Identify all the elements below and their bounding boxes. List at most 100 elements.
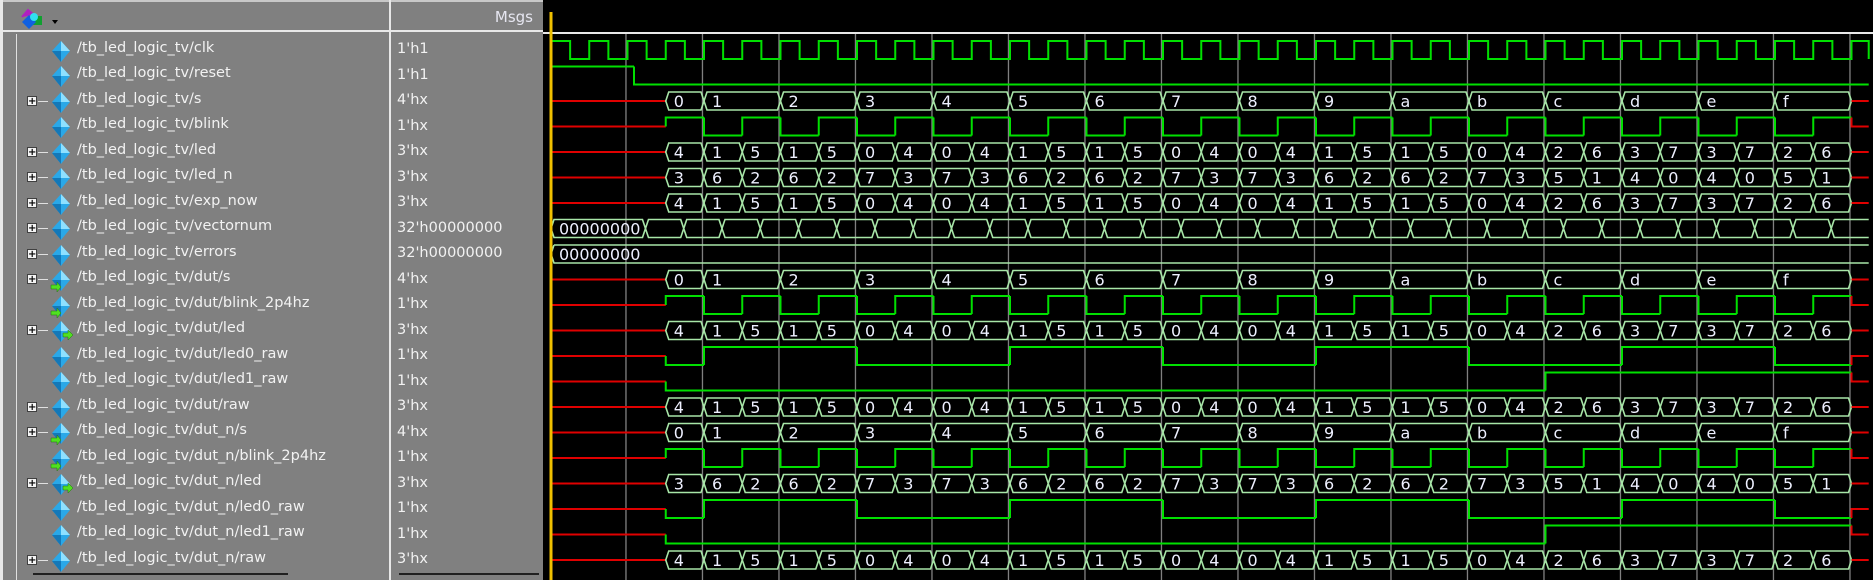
- bit-segment: [1850, 355, 1869, 365]
- bus-value-label: 1: [789, 322, 799, 341]
- bus-segment: [1506, 320, 1547, 341]
- bus-value-label: 6: [1592, 398, 1602, 417]
- signal-row-tb-led-logic-tv-led[interactable]: +/tb_led_logic_tv/led: [17, 140, 377, 165]
- signal-row-tb-led-logic-tv-dut-led[interactable]: +/tb_led_logic_tv/dut/led: [17, 318, 377, 343]
- signal-row-tb-led-logic-tv-clk[interactable]: /tb_led_logic_tv/clk: [17, 38, 377, 63]
- bus-value-label: 2: [1554, 143, 1564, 162]
- signal-name: /tb_led_logic_tv/errors: [77, 243, 237, 260]
- bus-segment: [1047, 550, 1088, 570]
- signal-row-tb-led-logic-tv-blink[interactable]: /tb_led_logic_tv/blink: [17, 114, 377, 139]
- signal-row-tb-led-logic-tv-dut-blink-2p4hz[interactable]: /tb_led_logic_tv/dut/blink_2p4hz: [17, 293, 377, 318]
- bus-value-label: 5: [1018, 271, 1028, 290]
- bus-value-label: 1: [712, 143, 722, 162]
- expand-icon[interactable]: +: [27, 223, 37, 234]
- signal-row-tb-led-logic-tv-dut-n-led[interactable]: +/tb_led_logic_tv/dut_n/led: [17, 471, 377, 496]
- bus-segment: [970, 473, 1011, 494]
- bus-value-label: 3: [1630, 551, 1640, 570]
- wave-signals-icon[interactable]: [18, 7, 58, 31]
- expand-icon[interactable]: +: [27, 197, 37, 209]
- bit-segment: [1506, 116, 1546, 136]
- signal-row-tb-led-logic-tv-dut-raw[interactable]: +/tb_led_logic_tv/dut/raw: [17, 395, 377, 420]
- bus-segment: [1468, 397, 1509, 417]
- horizontal-scrollbar[interactable]: [33, 573, 288, 575]
- bit-segment: [1850, 525, 1869, 536]
- signal-row-tb-led-logic-tv-exp-now[interactable]: +/tb_led_logic_tv/exp_now: [17, 191, 377, 216]
- name-pane-header: [3, 0, 389, 32]
- bus-segment: [1659, 550, 1700, 570]
- bit-segment: [1429, 448, 1469, 467]
- bus-segment: [1735, 167, 1776, 188]
- bit-segment: [1659, 116, 1699, 136]
- cursor-line[interactable]: [549, 12, 553, 580]
- bus-value-label: 4: [674, 322, 684, 341]
- bus-segment: [1009, 422, 1088, 443]
- signal-value: 3'hx: [397, 194, 428, 210]
- tree-connector: [38, 228, 48, 229]
- bus-segment: [1677, 218, 1718, 239]
- signal-row-tb-led-logic-tv-dut-s[interactable]: +/tb_led_logic_tv/dut/s: [17, 267, 377, 292]
- bit-segment: [1621, 117, 1661, 137]
- bit-segment: [1697, 117, 1737, 137]
- bit-segment: [1200, 295, 1240, 314]
- tree-connector: [38, 432, 48, 433]
- expand-icon[interactable]: +: [27, 554, 37, 566]
- bus-segment: [1600, 218, 1641, 239]
- bus-value-label: 2: [1056, 475, 1066, 494]
- expand-icon[interactable]: +: [27, 427, 37, 438]
- bus-value-label: 0: [1248, 398, 1258, 417]
- signal-row-tb-led-logic-tv-dut-n-led0-raw[interactable]: /tb_led_logic_tv/dut_n/led0_raw: [17, 497, 377, 522]
- signal-row-tb-led-logic-tv-led-n[interactable]: +/tb_led_logic_tv/led_n: [17, 165, 377, 190]
- bit-segment: [1468, 500, 1622, 519]
- bus-value-label: e: [1707, 271, 1717, 290]
- expand-icon[interactable]: +: [27, 401, 37, 413]
- value-scrollbar[interactable]: [399, 573, 539, 575]
- bit-segment: [1544, 524, 1852, 544]
- expand-icon[interactable]: +: [27, 172, 37, 183]
- bus-value-label: 3: [865, 424, 875, 443]
- bus-segment: [1468, 269, 1547, 290]
- bus-segment: [1774, 142, 1815, 162]
- signal-name: /tb_led_logic_tv/clk: [77, 39, 215, 56]
- bus-segment: [1544, 320, 1585, 341]
- expand-icon[interactable]: +: [27, 248, 37, 260]
- bus-value-label: 1: [1324, 194, 1334, 213]
- expand-icon[interactable]: +: [27, 274, 37, 285]
- bus-segment: [1200, 142, 1241, 162]
- signal-row-tb-led-logic-tv-vectornum[interactable]: +/tb_led_logic_tv/vectornum: [17, 216, 377, 241]
- bus-value-label: 1: [1401, 322, 1411, 341]
- bus-segment: [856, 550, 897, 570]
- bit-segment: [1162, 117, 1202, 137]
- bus-segment: [1009, 193, 1050, 213]
- signal-row-tb-led-logic-tv-dut-n-led1-raw[interactable]: /tb_led_logic_tv/dut_n/led1_raw: [17, 522, 377, 547]
- expand-icon[interactable]: +: [27, 95, 37, 107]
- signal-row-tb-led-logic-tv-reset[interactable]: /tb_led_logic_tv/reset: [17, 63, 377, 88]
- signal-row-tb-led-logic-tv-errors[interactable]: + /tb_led_logic_tv/errors: [17, 242, 377, 267]
- expand-icon[interactable]: +: [27, 325, 37, 336]
- expand-icon[interactable]: +: [27, 146, 37, 158]
- bus-segment: [817, 550, 858, 570]
- bus-segment: [894, 397, 935, 417]
- bus-value-label: 0: [1668, 475, 1678, 494]
- bus-segment: [1085, 397, 1126, 417]
- signal-row-tb-led-logic-tv-dut-n-raw[interactable]: +/tb_led_logic_tv/dut_n/raw: [17, 548, 377, 573]
- bit-segment: [741, 448, 781, 467]
- bus-segment: [1468, 550, 1509, 570]
- bus-segment: [741, 320, 782, 341]
- signal-row-tb-led-logic-tv-dut-led0-raw[interactable]: /tb_led_logic_tv/dut/led0_raw: [17, 344, 377, 369]
- signal-row-tb-led-logic-tv-dut-n-s[interactable]: +/tb_led_logic_tv/dut_n/s: [17, 420, 377, 445]
- signal-row-tb-led-logic-tv-dut-led1-raw[interactable]: /tb_led_logic_tv/dut/led1_raw: [17, 369, 377, 394]
- signal-row-tb-led-logic-tv-s[interactable]: +/tb_led_logic_tv/s: [17, 89, 377, 114]
- bus-value-label: 1: [1324, 398, 1334, 417]
- signal-row-tb-led-logic-tv-dut-n-blink-2p4hz[interactable]: /tb_led_logic_tv/dut_n/blink_2p4hz: [17, 446, 377, 471]
- bus-value-label: 9: [1324, 92, 1334, 111]
- bus-value-label: 5: [827, 551, 837, 570]
- wave-tb-led-logic-tv-dut-blink-2p4hz: [551, 295, 1869, 315]
- bit-segment: [1353, 295, 1393, 314]
- bus-value-label: 7: [1171, 271, 1181, 290]
- expand-icon[interactable]: +: [27, 478, 37, 489]
- wave-tb-led-logic-tv-dut-led0-raw: [551, 346, 1869, 366]
